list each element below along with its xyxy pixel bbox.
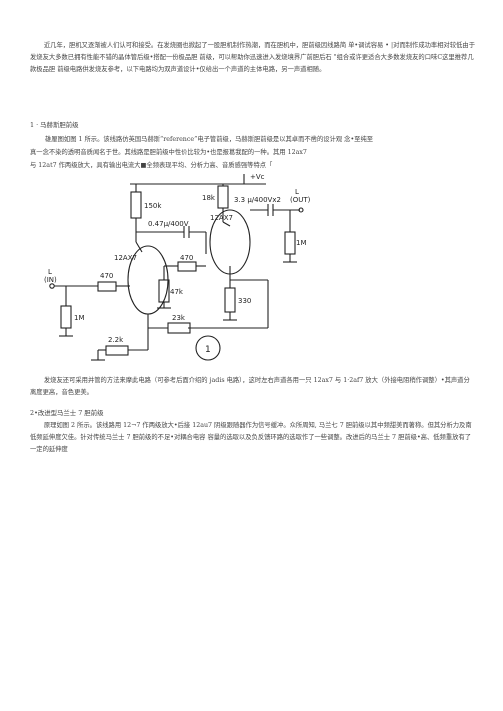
output-label: L: [295, 188, 299, 196]
figure-number: 1: [205, 345, 211, 355]
section-1-title: 1 · 马赫斯胆前级: [30, 121, 79, 129]
section-1-line-1: 雄厘图如图 1 所示。该线路仿英国马赫斯“reference”电子管前级，马赫斯…: [45, 136, 374, 143]
r1m-in-label: 1M: [74, 314, 85, 322]
output-label-2: (OUT): [290, 196, 311, 204]
r1m-out-label: 1M: [296, 239, 307, 247]
r23k-label: 23k: [172, 314, 186, 322]
section-1-line-3: 与 12at7 作两级放大，具有输出电流大■全频表现平均、分析力高、音质感强等特…: [30, 162, 273, 169]
intro-paragraph: 近几年，胆机又逐渐被人们认可和接受。在发烧圈也掀起了一股胆机制作热潮，而在胆机中…: [30, 42, 476, 73]
r47k-label: 47k: [170, 288, 184, 296]
cap33-label: 3.3 μ/400Vx2: [234, 196, 281, 204]
after-circuit-paragraph: 发烧友还可采用并管的方法来摩此电路（可参考后面介绍的 jadis 电路），这时左…: [30, 377, 470, 396]
supply-label: +Vc: [250, 173, 265, 181]
input-label-2: (IN): [44, 276, 57, 284]
tube2-label: 12AX7: [210, 214, 233, 222]
cap047-label: 0.47μ/400V: [148, 220, 189, 228]
r470-top-label: 470: [180, 254, 193, 262]
tube1-label: 12AX7: [114, 254, 137, 262]
section-2-title: 2•改进型马兰士 7 胆前级: [30, 409, 104, 417]
r22k-label: 2.2k: [108, 336, 124, 344]
section-1-line-2: 真一念不染的透明音质闻名于世。其线路是胆前级中性价比较为•也是报葛我配的一种。其…: [30, 149, 307, 156]
r18k-label: 18k: [202, 194, 216, 202]
input-label: L: [48, 268, 52, 276]
circuit-diagram-figure-1: +Vc 18k 3.3 μ/400Vx2 L (OUT) 12AX7 150k …: [44, 173, 311, 361]
r330-label: 330: [238, 297, 251, 305]
r470-in-label: 470: [100, 272, 113, 280]
r150k-label: 150k: [144, 202, 162, 210]
section-2-paragraph: 原理如图 2 所示。该线路用 12¬7 作两级放大•后接 12au7 阴级跟随器…: [30, 422, 472, 453]
